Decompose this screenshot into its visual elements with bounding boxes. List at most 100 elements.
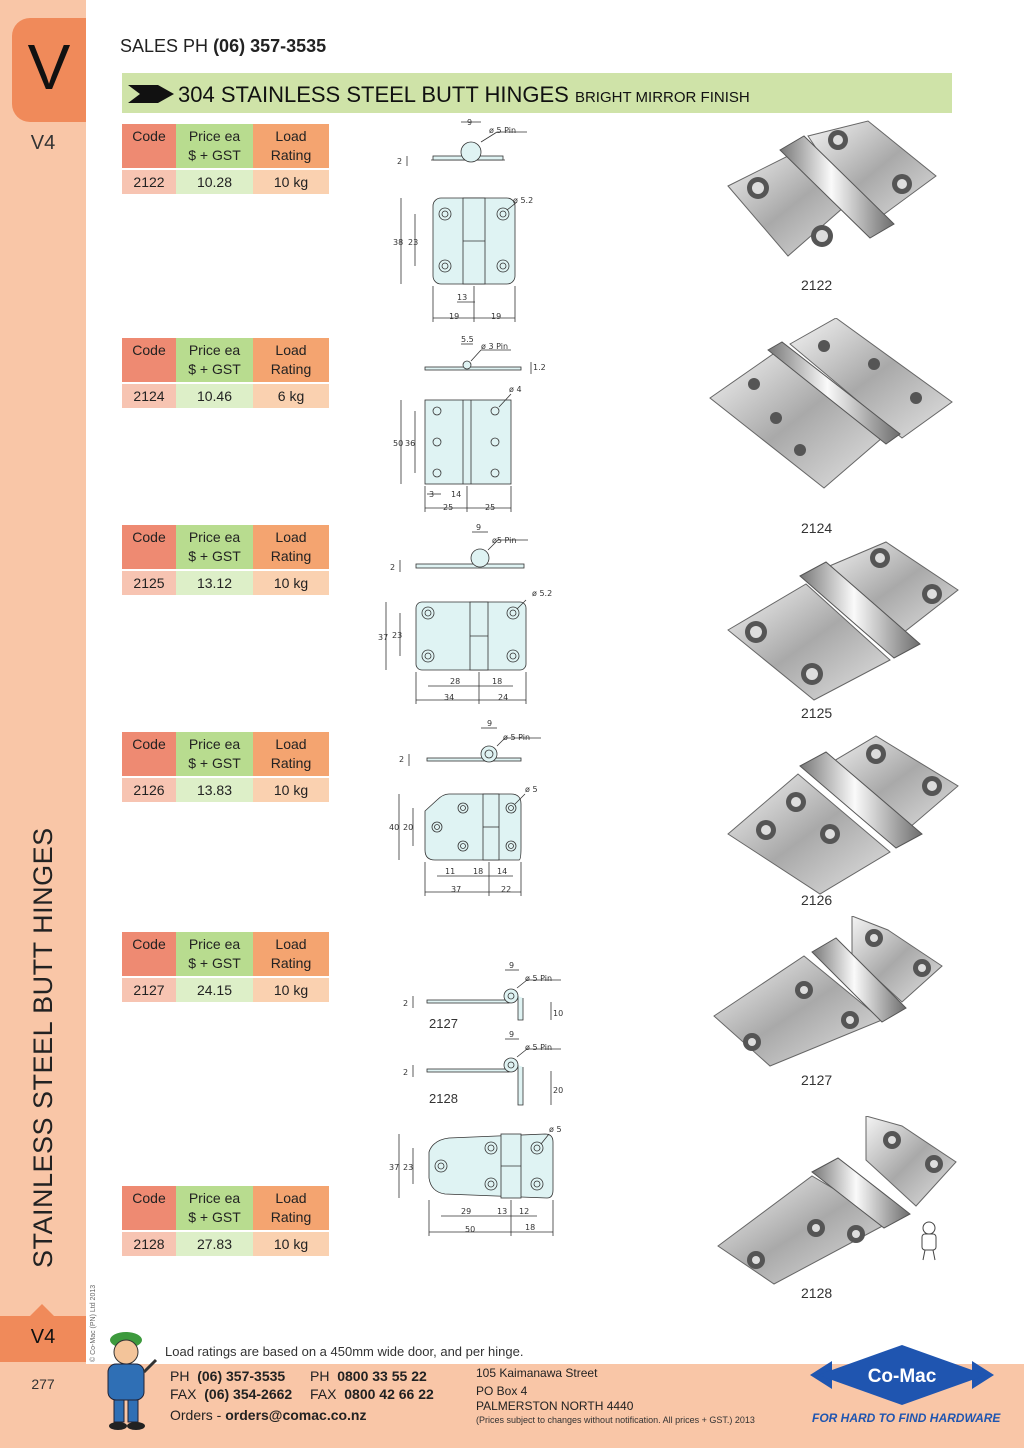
phone-local: PH (06) 357-3535 bbox=[170, 1368, 286, 1384]
section-badge bbox=[0, 1304, 86, 1362]
svg-text:10: 10 bbox=[553, 1009, 563, 1018]
cell-code: 2127 bbox=[122, 978, 176, 1002]
cell-load: 6 kg bbox=[253, 384, 329, 408]
svg-text:ø 5: ø 5 bbox=[525, 785, 538, 794]
comac-logo: Co-Mac bbox=[810, 1345, 994, 1405]
svg-text:38: 38 bbox=[393, 238, 403, 247]
svg-text:25: 25 bbox=[443, 503, 453, 512]
title-text: 304 STAINLESS STEEL BUTT HINGES bbox=[178, 82, 569, 107]
technical-drawing-2122: 9 ø 5 Pin 2 ø 5.2 38 23 13 19 19 bbox=[393, 118, 533, 322]
svg-text:ø 5.2: ø 5.2 bbox=[532, 589, 552, 598]
sales-number: (06) 357-3535 bbox=[213, 36, 327, 56]
header-code: Code bbox=[122, 1186, 176, 1230]
cell-price: 13.83 bbox=[176, 778, 253, 802]
svg-text:20: 20 bbox=[553, 1086, 563, 1095]
cell-load: 10 kg bbox=[253, 571, 329, 595]
address-city: PALMERSTON NORTH 4440 bbox=[476, 1399, 634, 1413]
title-banner: 304 STAINLESS STEEL BUTT HINGES BRIGHT M… bbox=[122, 73, 952, 113]
fax-freephone: FAX 0800 42 66 22 bbox=[310, 1386, 434, 1402]
svg-text:12: 12 bbox=[519, 1207, 529, 1216]
arrow-icon bbox=[128, 85, 174, 103]
header-code: Code bbox=[122, 932, 176, 976]
svg-text:18: 18 bbox=[525, 1223, 535, 1232]
fax-local: FAX (06) 354-2662 bbox=[170, 1386, 293, 1402]
svg-text:1.2: 1.2 bbox=[533, 363, 546, 372]
section-letter: V bbox=[27, 31, 71, 103]
header-price: Price ea$ + GST bbox=[176, 932, 253, 976]
svg-text:40: 40 bbox=[389, 823, 399, 832]
photo-label-2125: 2125 bbox=[801, 705, 833, 721]
header-price: Price ea$ + GST bbox=[176, 525, 253, 569]
cell-load: 10 kg bbox=[253, 170, 329, 194]
photo-label-2124: 2124 bbox=[801, 520, 833, 536]
cell-price: 24.15 bbox=[176, 978, 253, 1002]
svg-text:9: 9 bbox=[487, 719, 492, 728]
header-price: Price ea$ + GST bbox=[176, 338, 253, 382]
svg-text:ø 5 Pin: ø 5 Pin bbox=[489, 126, 516, 135]
technical-drawing-2128: ø 5 37 23 29 13 12 50 18 bbox=[389, 1125, 562, 1236]
svg-text:Co-Mac: Co-Mac bbox=[868, 1366, 937, 1387]
svg-text:3: 3 bbox=[429, 490, 434, 499]
email-link[interactable]: orders@comac.co.nz bbox=[225, 1407, 367, 1423]
svg-text:2: 2 bbox=[403, 1068, 408, 1077]
technical-drawing-2125: 9 ø5 Pin 2 ø 5.2 37 23 28 18 34 24 bbox=[378, 523, 552, 704]
svg-text:ø 5 Pin: ø 5 Pin bbox=[525, 1043, 552, 1052]
header-code: Code bbox=[122, 124, 176, 168]
svg-text:ø 5 Pin: ø 5 Pin bbox=[503, 733, 530, 742]
svg-text:2: 2 bbox=[399, 755, 404, 764]
svg-text:9: 9 bbox=[467, 118, 472, 127]
technical-drawing-2128-profile: 9 ø 5 Pin 2 20 2128 bbox=[403, 1030, 563, 1106]
header-code: Code bbox=[122, 525, 176, 569]
technical-drawing-2126: 9 ø 5 Pin 2 ø 5 40 20 11 18 14 37 22 bbox=[389, 719, 541, 896]
svg-text:50: 50 bbox=[465, 1225, 475, 1234]
svg-text:ø5 Pin: ø5 Pin bbox=[492, 536, 516, 545]
svg-text:22: 22 bbox=[501, 885, 511, 894]
svg-text:2: 2 bbox=[397, 157, 402, 166]
photo-label-2122: 2122 bbox=[801, 277, 833, 293]
svg-text:19: 19 bbox=[491, 312, 501, 321]
header-price: Price ea$ + GST bbox=[176, 124, 253, 168]
header-code: Code bbox=[122, 732, 176, 776]
svg-text:25: 25 bbox=[485, 503, 495, 512]
svg-text:23: 23 bbox=[403, 1163, 413, 1172]
fine-print: (Prices subject to changes without notif… bbox=[476, 1415, 755, 1425]
svg-text:23: 23 bbox=[408, 238, 418, 247]
svg-text:24: 24 bbox=[498, 693, 508, 702]
svg-text:36: 36 bbox=[405, 439, 415, 448]
header-price: Price ea$ + GST bbox=[176, 732, 253, 776]
svg-text:ø 4: ø 4 bbox=[509, 385, 522, 394]
svg-text:9: 9 bbox=[476, 523, 481, 532]
section-code-bottom: V4 bbox=[30, 1326, 56, 1348]
svg-text:29: 29 bbox=[461, 1207, 471, 1216]
svg-text:34: 34 bbox=[444, 693, 454, 702]
hinge-photo-2125 bbox=[727, 541, 959, 701]
phone-freephone: PH 0800 33 55 22 bbox=[310, 1368, 427, 1384]
svg-text:2: 2 bbox=[390, 563, 395, 572]
address-pobox: PO Box 4 bbox=[476, 1384, 528, 1398]
technical-drawing-2127: 9 ø 5 Pin 2 10 2127 bbox=[403, 961, 563, 1031]
cell-price: 27.83 bbox=[176, 1232, 253, 1256]
svg-text:9: 9 bbox=[509, 961, 514, 970]
svg-text:13: 13 bbox=[457, 293, 467, 302]
title-subtitle: BRIGHT MIRROR FINISH bbox=[574, 89, 750, 106]
cell-code: 2122 bbox=[122, 170, 176, 194]
photo-label-2127: 2127 bbox=[801, 1072, 833, 1088]
svg-text:18: 18 bbox=[473, 867, 483, 876]
svg-text:20: 20 bbox=[403, 823, 413, 832]
svg-text:19: 19 bbox=[449, 312, 459, 321]
logo-tagline: FOR HARD TO FIND HARDWARE bbox=[812, 1411, 1001, 1425]
cell-price: 13.12 bbox=[176, 571, 253, 595]
svg-text:28: 28 bbox=[450, 677, 460, 686]
svg-text:2127: 2127 bbox=[429, 1016, 458, 1031]
hinge-photo-2128 bbox=[717, 1116, 957, 1285]
svg-text:23: 23 bbox=[392, 631, 402, 640]
sales-label: SALES PH bbox=[120, 36, 209, 56]
sales-phone: SALES PH (06) 357-3535 bbox=[120, 36, 326, 57]
mascot-icon bbox=[107, 1332, 158, 1430]
orders-email: Orders - orders@comac.co.nz bbox=[170, 1407, 367, 1423]
